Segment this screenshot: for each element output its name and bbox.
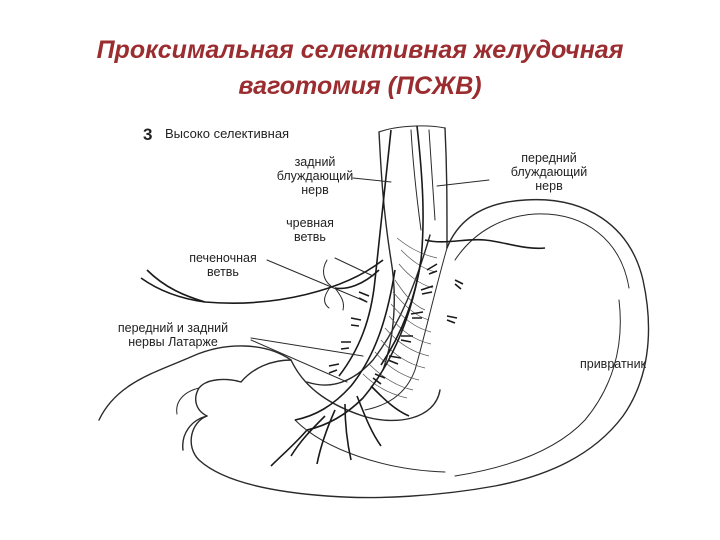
label-line: нерв [535,179,563,193]
lesser-curvature-hatching [362,237,438,399]
label-line: задний [295,155,336,169]
stomach-illustration: 3 Высоко селективная задний блуждающий н… [98,125,650,499]
label-line: ветвь [207,265,239,279]
hepatic-branch-nerve-2 [146,269,206,303]
slide-title-line-1: Проксимальная селективная желудочная [96,36,624,64]
label-celiac-branch: чревная ветвь [286,216,334,244]
label-anterior-vagus: передний блуждающий нерв [511,151,588,193]
label-line: чревная [286,216,334,230]
label-line: нервы Латарже [128,335,218,349]
slide-title: Проксимальная селективная желудочная ваг… [0,32,720,104]
greater-curvature-inner [454,299,621,477]
duodenum-bulb [98,345,292,451]
label-posterior-vagus: задний блуждающий нерв [277,155,354,197]
label-latarjet-nerves: передний и задний нервы Латарже [118,321,228,349]
esophagus-top [378,125,446,133]
esophagus-right-wall [444,127,448,249]
label-line: нерв [301,183,329,197]
duodenum-lower [176,387,200,415]
stomach-outline [190,198,650,499]
label-line: блуждающий [277,169,354,183]
slide-title-line-2: ваготомия (ПСЖВ) [238,72,482,100]
leader-lines [250,177,490,383]
latarjet-nerve-anterior [306,259,422,431]
celiac-plexus [323,259,344,311]
lesser-curvature [306,234,431,386]
label-pylorus: привратник [580,357,647,371]
hepatic-branch-nerve [140,259,384,304]
esophagus-inner [410,129,436,231]
fundus-inner [454,213,630,289]
panel-number: 3 [143,125,152,144]
label-hepatic-branch: печеночная ветвь [189,251,257,279]
label-line: блуждающий [511,165,588,179]
stomach-vagotomy-diagram: 3 Высоко селективная задний блуждающий н… [95,120,685,530]
anterior-fundus-branch [424,238,546,250]
label-line: передний [521,151,577,165]
label-line: ветвь [294,230,326,244]
crows-foot-branches [270,385,410,467]
label-line: печеночная [189,251,257,265]
latarjet-nerve-posterior [294,269,396,421]
esophagus-left-wall [378,131,395,371]
label-line: передний и задний [118,321,228,335]
panel-caption: Высоко селективная [165,126,289,141]
posterior-vagus-nerve [338,129,392,377]
celiac-branch-nerve [334,269,380,290]
anterior-vagus-nerve [380,125,424,366]
